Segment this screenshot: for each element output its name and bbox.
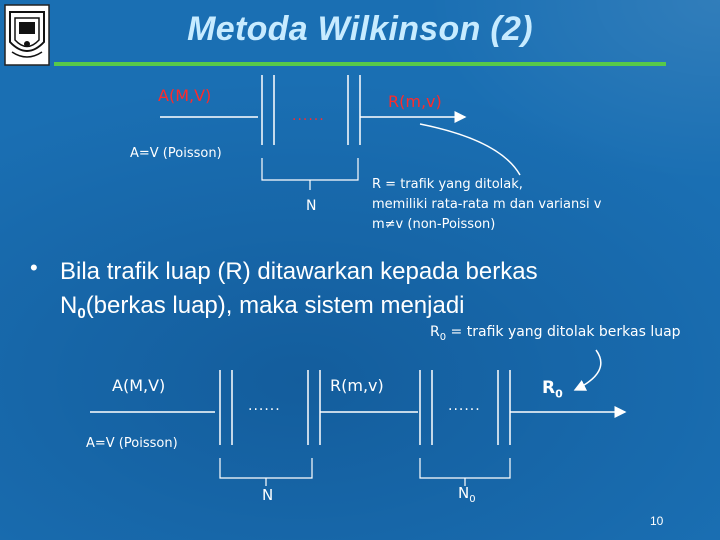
top-poisson-note: A=V (Poisson)	[130, 146, 222, 161]
bullet-line-2: N0(berkas luap), maka sistem menjadi	[60, 289, 700, 331]
bottom-output-sub: 0	[555, 387, 563, 401]
bottom-group-1-label: N	[262, 486, 274, 504]
top-brace	[261, 158, 359, 190]
bottom-dots-1: ......	[248, 398, 281, 414]
title-divider	[54, 62, 666, 66]
explanation-line-1: R = trafik yang ditolak,	[372, 177, 523, 192]
bottom-dots-2: ......	[448, 398, 481, 414]
bottom-overflow-label: R(m,v)	[330, 376, 384, 395]
top-explanation: R = trafik yang ditolak, memiliki rata-r…	[372, 175, 601, 235]
bottom-poisson-note: A=V (Poisson)	[86, 436, 178, 451]
bottom-note-curve	[573, 349, 602, 391]
bottom-brace-2	[419, 458, 511, 486]
slide-title: Metoda Wilkinson (2)	[187, 10, 533, 48]
page-number: 10	[650, 514, 664, 528]
explanation-line-3: m≠v (non-Poisson)	[372, 217, 496, 232]
university-logo-icon	[4, 4, 50, 66]
top-dots: ......	[292, 108, 325, 124]
bottom-group-2-n: N	[458, 484, 470, 502]
bottom-note-rest: = trafik yang ditolak berkas luap	[446, 324, 681, 340]
bullet-n0-base: N	[60, 292, 78, 319]
explanation-line-2: memiliki rata-rata m dan variansi v	[372, 197, 602, 212]
bullet-line-1: Bila trafik luap (R) ditawarkan kepada b…	[60, 258, 538, 285]
bullet-n0-sub: 0	[77, 305, 86, 322]
bottom-note-sub: 0	[439, 331, 447, 343]
bullet-line-2-rest: (berkas luap), maka sistem menjadi	[85, 292, 465, 319]
top-overflow-label: R(m,v)	[388, 92, 442, 111]
bottom-group-2-label: N0	[458, 484, 476, 505]
top-explain-curve	[419, 123, 521, 176]
bottom-input-label: A(M,V)	[112, 376, 166, 395]
bullet-dot-icon: •	[30, 255, 38, 280]
top-input-label: A(M,V)	[158, 86, 212, 105]
bottom-output-label: R0	[542, 378, 563, 400]
bottom-note-r: R	[430, 324, 440, 340]
top-group-label: N	[306, 198, 317, 214]
bullet-text: Bila trafik luap (R) ditawarkan kepada b…	[60, 255, 700, 331]
bottom-note: R0 = trafik yang ditolak berkas luap	[430, 324, 681, 343]
bottom-output-r: R	[542, 378, 556, 398]
bottom-group-2-sub: 0	[469, 494, 476, 505]
bottom-brace-1	[219, 458, 313, 486]
